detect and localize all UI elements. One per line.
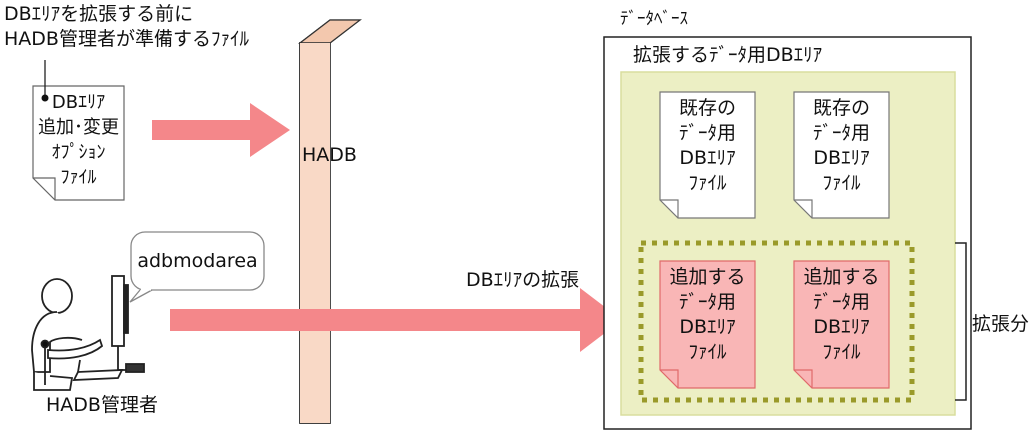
added-file-1-line4: ﾌｧｲﾙ bbox=[688, 341, 727, 363]
added-file-1-line1: 追加する bbox=[669, 266, 746, 288]
existing-file-2-line4: ﾌｧｲﾙ bbox=[822, 172, 861, 194]
admin-label: HADB管理者 bbox=[46, 394, 158, 416]
added-file-2-line2: ﾃﾞｰﾀ用 bbox=[812, 291, 870, 313]
expansion-bracket bbox=[955, 242, 967, 401]
added-file-2-line4: ﾌｧｲﾙ bbox=[822, 341, 861, 363]
added-file-1-shape bbox=[659, 260, 756, 389]
expand-arrow-label: DBｴﾘｱの拡張 bbox=[466, 269, 580, 291]
database-label: ﾃﾞｰﾀﾍﾞｰｽ bbox=[620, 9, 688, 29]
existing-file-1-label: 既存の ﾃﾞｰﾀ用 DBｴﾘｱ ﾌｧｲﾙ bbox=[660, 96, 755, 196]
command-bubble-shape bbox=[129, 231, 265, 303]
hadb-label: HADB bbox=[302, 144, 357, 166]
added-file-1-line2: ﾃﾞｰﾀ用 bbox=[678, 291, 736, 313]
existing-file-1-line3: DBｴﾘｱ bbox=[679, 147, 736, 169]
existing-file-2-shape bbox=[793, 91, 890, 219]
command-label: adbmodarea bbox=[137, 250, 258, 272]
prepare-arrow bbox=[152, 103, 290, 157]
expansion-region bbox=[638, 240, 915, 403]
option-file-caption-line1: DBｴﾘｱを拡張する前に bbox=[4, 3, 194, 25]
added-file-2-label: 追加する ﾃﾞｰﾀ用 DBｴﾘｱ ﾌｧｲﾙ bbox=[794, 265, 889, 365]
added-file-1-line3: DBｴﾘｱ bbox=[679, 316, 736, 338]
existing-file-2-label: 既存の ﾃﾞｰﾀ用 DBｴﾘｱ ﾌｧｲﾙ bbox=[794, 96, 889, 196]
existing-file-1-shape bbox=[659, 91, 756, 219]
expansion-label: 拡張分 bbox=[972, 313, 1030, 335]
added-file-1-label: 追加する ﾃﾞｰﾀ用 DBｴﾘｱ ﾌｧｲﾙ bbox=[660, 265, 755, 365]
option-file-doc bbox=[32, 60, 125, 201]
existing-file-1-line4: ﾌｧｲﾙ bbox=[688, 172, 727, 194]
existing-file-2-line2: ﾃﾞｰﾀ用 bbox=[812, 122, 870, 144]
existing-file-1-line2: ﾃﾞｰﾀ用 bbox=[678, 122, 736, 144]
option-file-label: DBｴﾘｱ 追加･変更 ｵﾌﾟｼｮﾝ ﾌｧｲﾙ bbox=[33, 90, 124, 190]
existing-file-2-line1: 既存の bbox=[812, 97, 870, 119]
option-file-line2: 追加･変更 bbox=[38, 117, 119, 138]
admin-person-icon bbox=[31, 275, 145, 391]
existing-file-1-line1: 既存の bbox=[678, 97, 736, 119]
option-file-caption-line2: HADB管理者が準備するﾌｧｲﾙ bbox=[4, 28, 249, 50]
added-file-2-line1: 追加する bbox=[803, 266, 880, 288]
option-file-line1: DBｴﾘｱ bbox=[51, 92, 106, 113]
existing-file-2-line3: DBｴﾘｱ bbox=[813, 147, 870, 169]
added-file-2-shape bbox=[793, 260, 890, 389]
added-file-2-line3: DBｴﾘｱ bbox=[813, 316, 870, 338]
data-area-label: 拡張するﾃﾞｰﾀ用DBｴﾘｱ bbox=[633, 44, 823, 66]
option-file-line3: ｵﾌﾟｼｮﾝ bbox=[51, 142, 106, 163]
expand-arrow bbox=[170, 288, 622, 352]
option-file-line4: ﾌｧｲﾙ bbox=[60, 167, 97, 188]
hadb-server-box bbox=[298, 19, 362, 424]
